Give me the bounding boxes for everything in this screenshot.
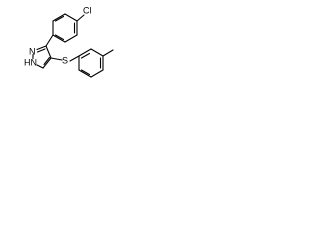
bond (64, 13, 78, 22)
atom-label-nitrogen: N (29, 46, 36, 56)
bond (45, 45, 52, 59)
bond-to-sulfur (50, 57, 63, 61)
bond (90, 48, 104, 57)
bond (36, 64, 44, 69)
bond (64, 34, 78, 43)
bond (52, 13, 66, 22)
chlorophenyl-ring (52, 13, 78, 43)
bond (78, 69, 92, 78)
atom-label-nh: HN (24, 57, 37, 67)
double-bond-inner (54, 15, 65, 22)
double-bond-inner (36, 48, 46, 53)
bond (90, 69, 104, 78)
double-bond-inner (80, 52, 91, 59)
double-bond-inner (54, 34, 65, 41)
methyl-bond (102, 49, 114, 57)
bond (36, 45, 47, 51)
double-bond-inner (80, 69, 91, 76)
bond (42, 57, 52, 69)
bond-to-chlorine (76, 14, 85, 22)
bond-aryl-pyrazole (45, 34, 54, 47)
atom-label-chlorine: Cl (83, 5, 92, 15)
pyrazole-ring (32, 45, 52, 69)
tolyl-ring (78, 48, 104, 78)
bond (78, 48, 92, 57)
atom-label-sulfur: S (62, 55, 68, 65)
bond-sulfur-aryl (69, 55, 80, 62)
bond (52, 34, 66, 43)
molecule-structure-diagram: Cl N HN S (24, 5, 114, 78)
double-bond-inner (43, 56, 51, 66)
